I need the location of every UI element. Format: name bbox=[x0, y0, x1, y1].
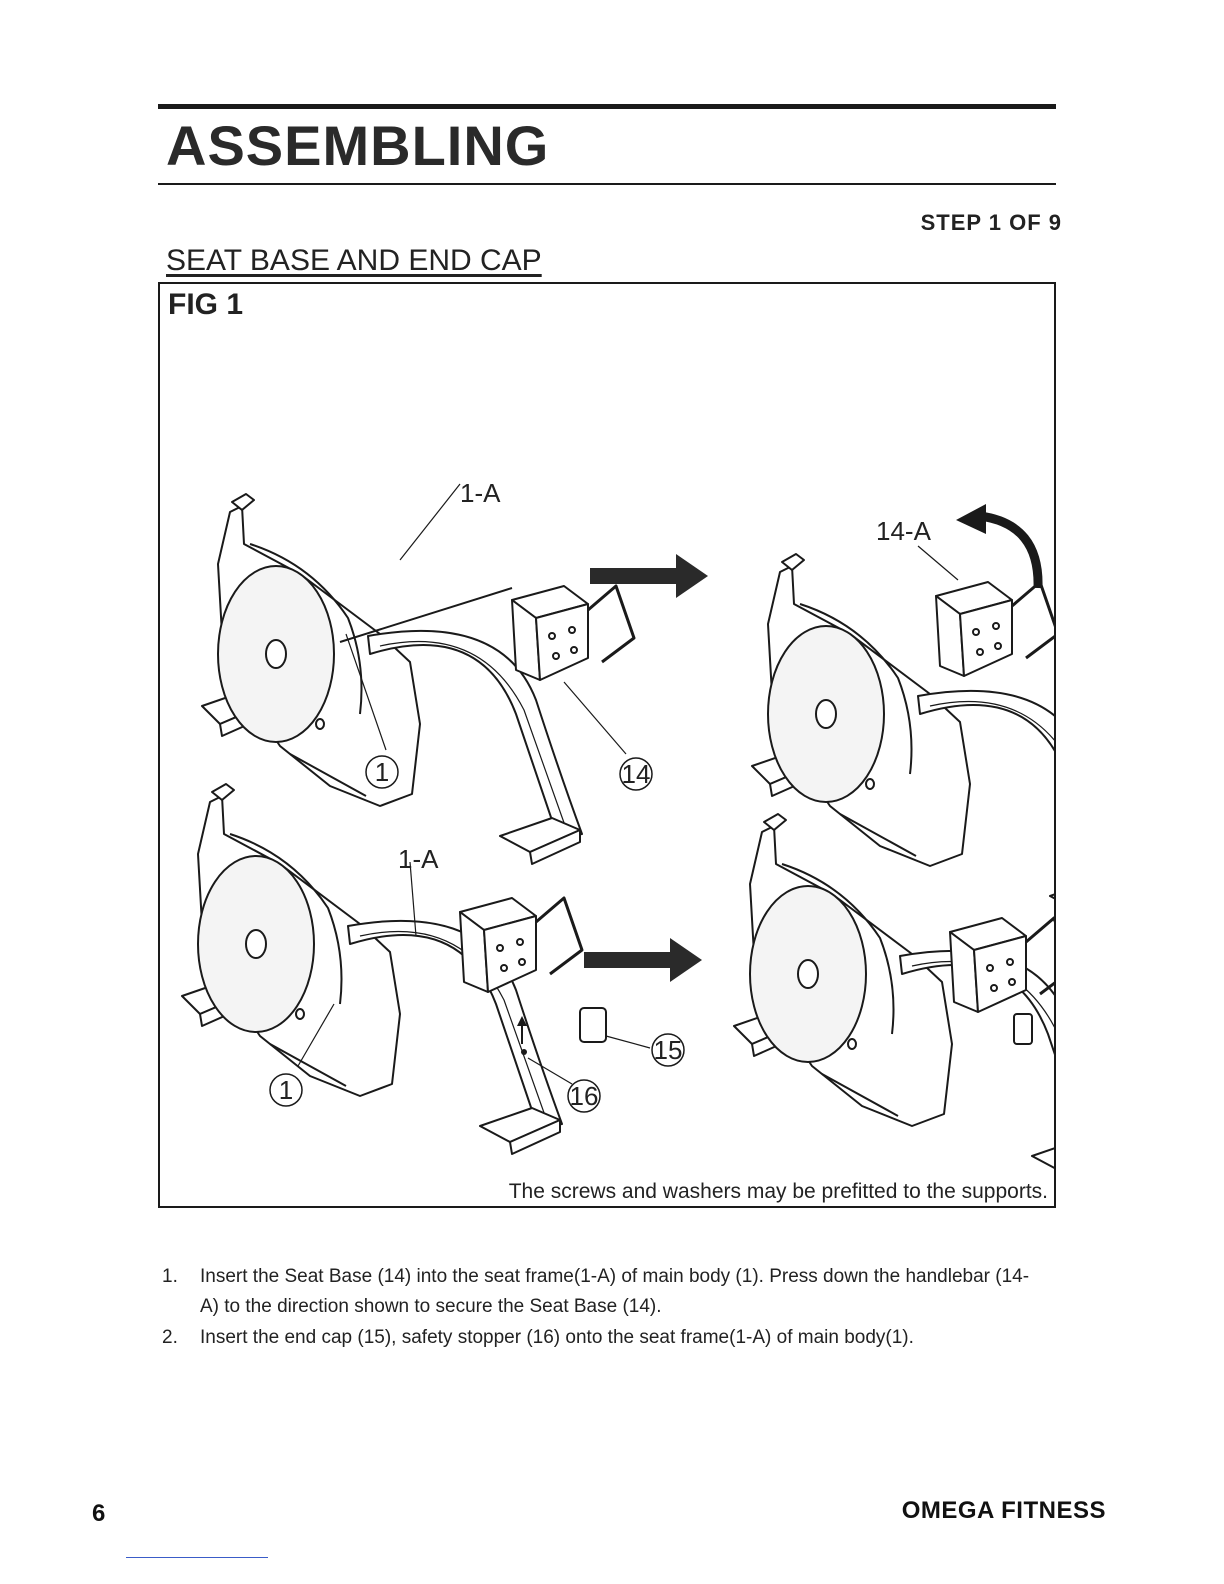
step-indicator: STEP 1 OF 9 bbox=[920, 210, 1062, 235]
instruction-item: 2. Insert the end cap (15), safety stopp… bbox=[162, 1323, 1042, 1353]
page-title: ASSEMBLING bbox=[166, 114, 550, 177]
safety-stopper-part bbox=[521, 1049, 527, 1055]
curved-arrow-icon bbox=[979, 511, 1043, 589]
instruction-list: 1. Insert the Seat Base (14) into the se… bbox=[162, 1262, 1042, 1353]
instruction-text: Insert the Seat Base (14) into the seat … bbox=[200, 1266, 1030, 1318]
assembly-illustration: 1-A 1 14 14-A 1-A bbox=[181, 478, 1054, 1185]
panel-3-diagram: 1-A 1 15 16 bbox=[181, 783, 685, 1155]
callout-15: 15 bbox=[654, 1035, 683, 1065]
panel-4-diagram bbox=[733, 813, 1054, 1185]
callout-1a-bottom: 1-A bbox=[398, 844, 439, 874]
callout-1-top: 1 bbox=[375, 757, 389, 787]
instruction-number: 1. bbox=[162, 1266, 178, 1287]
panel-1-diagram: 1-A 1 14 bbox=[201, 478, 653, 865]
figure-box: FIG 1 bbox=[158, 282, 1056, 1208]
callout-14: 14 bbox=[622, 759, 651, 789]
figure-label: FIG 1 bbox=[168, 288, 244, 321]
instruction-item: 1. Insert the Seat Base (14) into the se… bbox=[162, 1262, 1042, 1323]
instruction-number: 2. bbox=[162, 1326, 178, 1348]
title-rule bbox=[158, 183, 1056, 185]
callout-1a-top: 1-A bbox=[460, 478, 501, 508]
arrow-right-icon bbox=[590, 554, 708, 598]
callout-1-bottom: 1 bbox=[279, 1075, 293, 1105]
bottom-line bbox=[126, 1557, 268, 1558]
page-number: 6 bbox=[92, 1500, 106, 1527]
arrow-right-icon bbox=[584, 938, 702, 982]
panel-2-diagram: 14-A bbox=[751, 504, 1054, 925]
end-cap-part bbox=[579, 1007, 607, 1043]
callout-16: 16 bbox=[570, 1081, 599, 1111]
section-subtitle: SEAT BASE AND END CAP bbox=[166, 244, 542, 277]
footer-brand: OMEGA FITNESS bbox=[901, 1497, 1106, 1524]
top-rule bbox=[158, 104, 1056, 109]
figure-caption: The screws and washers may be prefitted … bbox=[508, 1180, 1048, 1203]
instruction-text: Insert the end cap (15), safety stopper … bbox=[200, 1326, 914, 1348]
callout-14a: 14-A bbox=[876, 516, 932, 546]
